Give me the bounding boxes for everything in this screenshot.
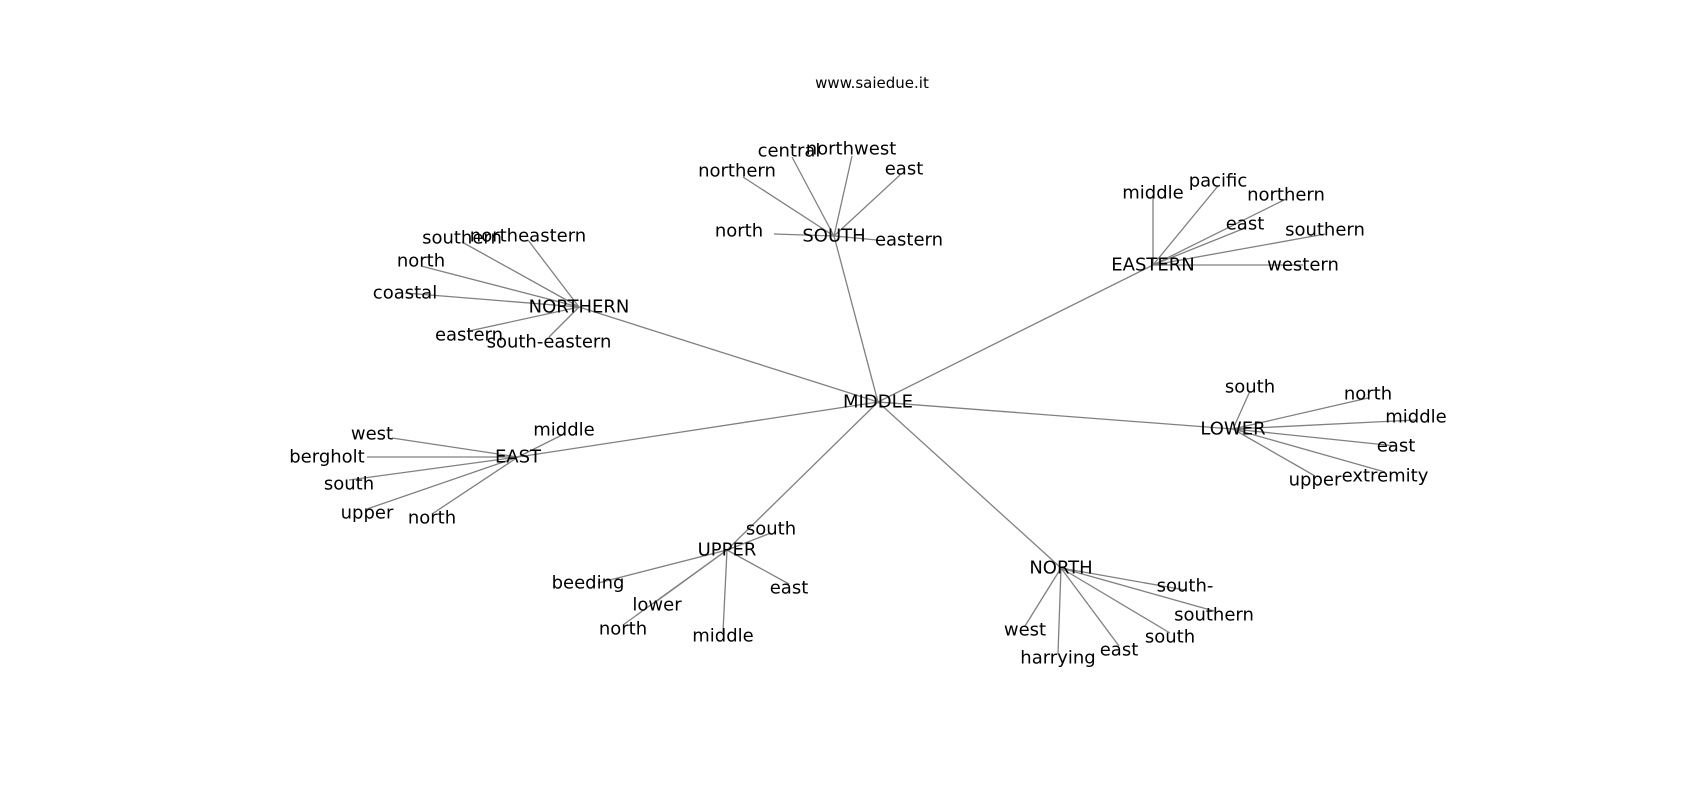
edge-south-3: [833, 155, 853, 237]
leaf-node-northern-2: north: [397, 251, 445, 272]
edge-north-0: [1060, 567, 1186, 591]
hub-node-east: EAST: [495, 447, 542, 468]
edge-lower-1: [1232, 397, 1369, 430]
edge-upper-1: [597, 549, 728, 584]
edge-center-east: [517, 401, 879, 458]
edge-east-0: [517, 433, 565, 458]
edge-center-eastern: [877, 264, 1154, 403]
edge-center-upper: [726, 401, 879, 551]
leaf-node-north-0: south-: [1157, 576, 1214, 597]
edge-upper-5: [726, 549, 790, 585]
edge-south-0: [773, 233, 835, 237]
edge-northern-3: [404, 292, 580, 308]
hub-node-north: NORTH: [1029, 558, 1092, 579]
leaf-node-east-3: south: [324, 474, 374, 495]
leaf-node-upper-4: middle: [692, 626, 753, 647]
leaf-node-east-0: middle: [533, 420, 594, 441]
leaf-node-east-1: west: [351, 424, 393, 445]
edge-north-3: [1060, 567, 1120, 647]
edges-layer: [348, 155, 1417, 655]
edge-lower-3: [1232, 428, 1397, 447]
leaf-node-north-2: south: [1145, 627, 1195, 648]
edge-south-2: [791, 156, 835, 237]
leaf-node-north-3: east: [1100, 640, 1139, 661]
leaf-node-northern-1: northeastern: [470, 226, 586, 247]
center-node-label: MIDDLE: [843, 392, 913, 413]
leaf-node-upper-2: lower: [632, 595, 682, 616]
edge-upper-3: [622, 549, 728, 626]
leaf-node-northern-0: southern: [422, 228, 502, 249]
leaf-node-upper-5: east: [770, 578, 809, 599]
leaf-node-north-4: harrying: [1020, 648, 1095, 669]
edge-south-5: [833, 235, 878, 241]
edge-north-5: [1024, 567, 1062, 627]
edge-northern-1: [527, 239, 580, 308]
edge-northern-0: [461, 241, 580, 308]
leaf-node-eastern-0: middle: [1122, 183, 1183, 204]
leaf-node-south-1: northern: [698, 161, 776, 182]
leaf-node-lower-5: upper: [1289, 470, 1342, 491]
edge-eastern-1: [1152, 185, 1219, 266]
edge-northern-5: [548, 306, 580, 338]
leaf-node-eastern-3: east: [1226, 214, 1265, 235]
leaf-node-east-4: upper: [341, 503, 394, 524]
hub-node-eastern: EASTERN: [1111, 255, 1194, 276]
edge-north-1: [1060, 567, 1215, 612]
leaf-node-lower-0: south: [1225, 377, 1275, 398]
edge-eastern-2: [1152, 198, 1287, 266]
edge-south-4: [833, 174, 901, 237]
leaf-node-south-3: northwest: [806, 139, 897, 160]
edge-eastern-4: [1152, 233, 1326, 266]
edge-east-3: [348, 456, 519, 481]
edge-lower-0: [1232, 390, 1251, 430]
leaf-node-lower-2: middle: [1385, 407, 1446, 428]
hub-node-south: SOUTH: [802, 226, 865, 247]
edge-center-north: [877, 401, 1062, 569]
leaf-node-eastern-2: northern: [1247, 185, 1325, 206]
edge-upper-0: [726, 532, 772, 551]
leaf-node-south-2: central: [758, 141, 821, 162]
edge-northern-4: [468, 306, 580, 332]
hub-node-northern: NORTHERN: [529, 297, 630, 318]
leaf-node-eastern-5: western: [1267, 255, 1339, 276]
source-text: www.saiedue.it: [815, 74, 929, 92]
edge-north-2: [1060, 567, 1171, 634]
leaf-node-northern-3: coastal: [373, 283, 437, 304]
edge-eastern-3: [1152, 227, 1246, 266]
edge-east-1: [391, 437, 519, 458]
leaf-node-lower-4: extremity: [1342, 466, 1429, 487]
leaf-node-upper-0: south: [746, 519, 796, 540]
edge-lower-4: [1232, 428, 1386, 473]
labels-layer: MIDDLESOUTHnorthnortherncentralnorthwest…: [289, 139, 1446, 669]
edge-lower-5: [1232, 428, 1316, 477]
edge-east-4: [366, 456, 519, 510]
edge-center-northern: [578, 306, 879, 403]
leaf-node-upper-1: beeding: [552, 573, 625, 594]
leaf-node-east-5: north: [408, 508, 456, 529]
edge-south-1: [742, 176, 835, 237]
leaf-node-south-0: north: [715, 221, 763, 242]
leaf-node-eastern-4: southern: [1285, 220, 1365, 241]
leaf-node-eastern-1: pacific: [1189, 171, 1248, 192]
edge-northern-2: [420, 265, 580, 308]
edge-east-5: [431, 456, 519, 515]
leaf-node-lower-3: east: [1377, 436, 1416, 457]
hub-node-upper: UPPER: [698, 540, 757, 561]
edge-center-south: [833, 235, 879, 403]
leaf-node-north-1: southern: [1174, 605, 1254, 626]
leaf-node-north-5: west: [1004, 620, 1046, 641]
leaf-node-east-2: bergholt: [289, 447, 365, 468]
edge-lower-2: [1232, 419, 1417, 430]
hub-node-lower: LOWER: [1200, 419, 1265, 440]
leaf-node-south-4: east: [885, 159, 924, 180]
leaf-node-upper-3: north: [599, 619, 647, 640]
leaf-node-northern-5: south-eastern: [487, 332, 612, 353]
edge-north-4: [1057, 567, 1062, 655]
leaf-node-south-5: eastern: [875, 230, 943, 251]
leaf-node-lower-1: north: [1344, 384, 1392, 405]
edge-upper-4: [722, 549, 728, 633]
edge-center-lower: [877, 401, 1234, 430]
leaf-node-northern-4: eastern: [435, 325, 503, 346]
